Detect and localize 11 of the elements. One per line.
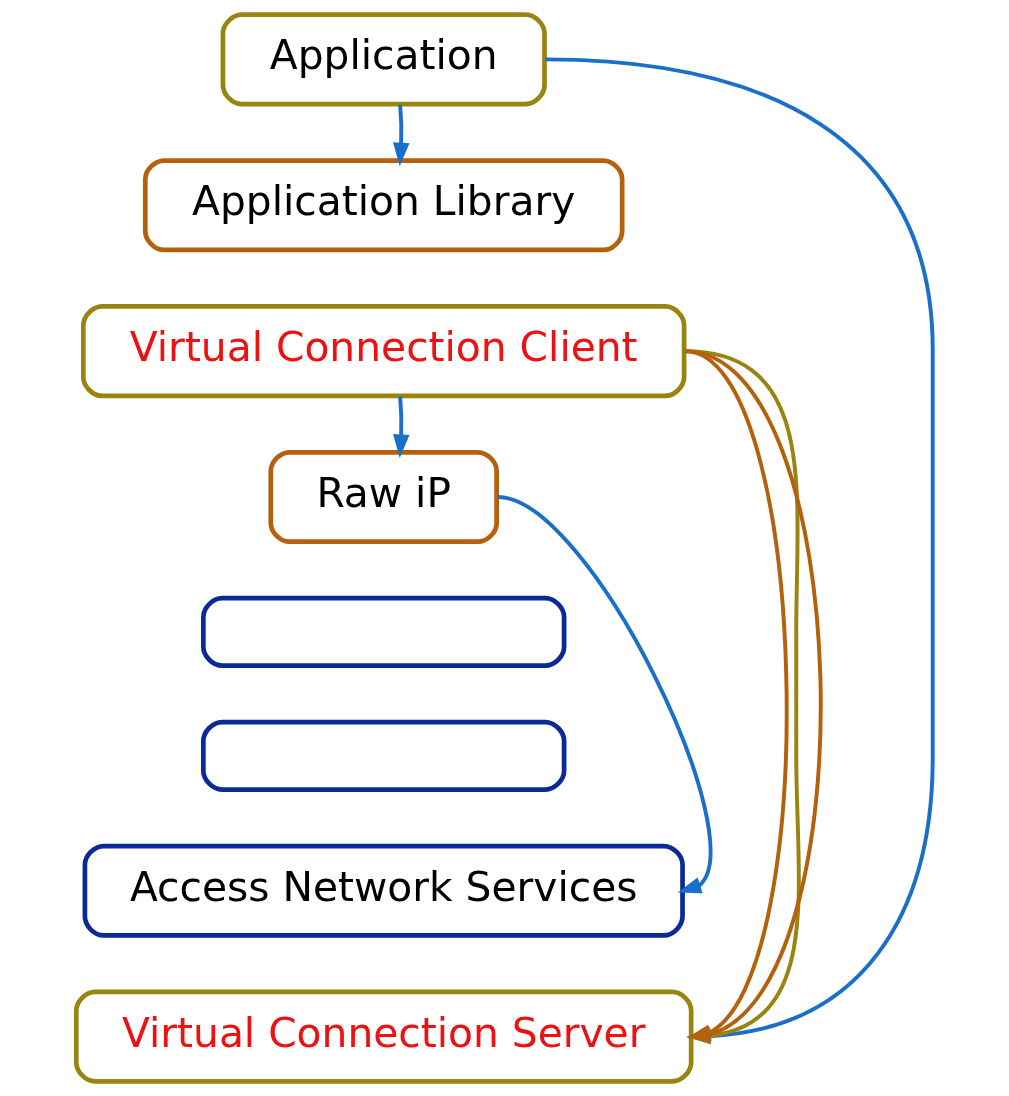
node-box — [200, 719, 567, 792]
node-box: Virtual Connection Client — [80, 304, 687, 399]
node-box — [200, 595, 567, 668]
node-box: Access Network Services — [82, 843, 685, 938]
node-box: Raw iP — [268, 449, 499, 545]
arrow — [393, 104, 410, 167]
arrow — [497, 495, 712, 894]
arrow — [393, 396, 410, 459]
node-box: Virtual Connection Server — [73, 989, 694, 1084]
node-box: Application — [220, 12, 547, 107]
node-box: Application Library — [142, 158, 625, 253]
